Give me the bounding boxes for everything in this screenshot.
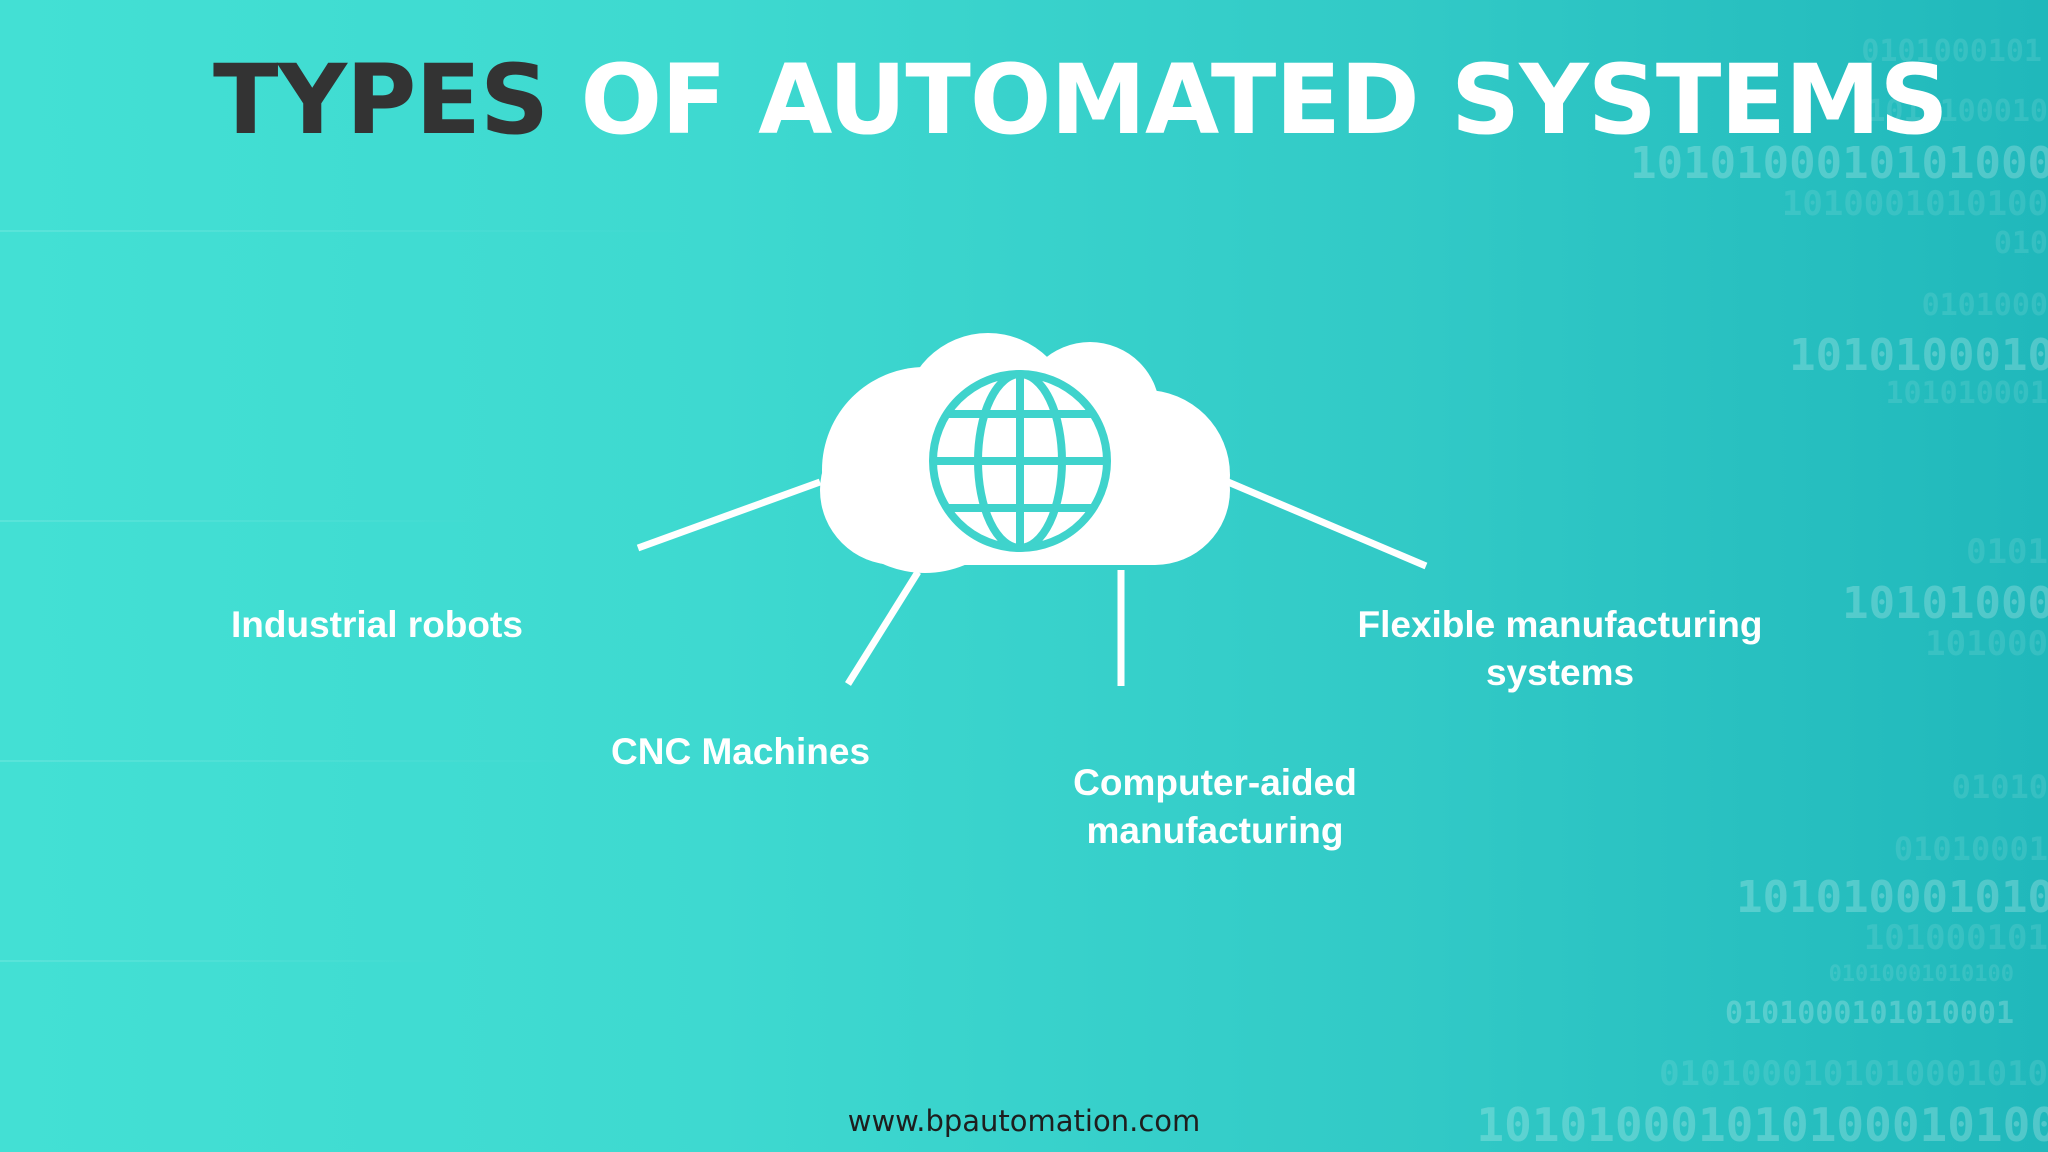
bg-binary-text: 01010001	[1893, 830, 2048, 868]
bg-binary-text: 01010	[1951, 768, 2048, 806]
bg-binary-text: 1010100010101000	[1630, 138, 2048, 189]
connector-line-industrial-robots	[636, 478, 822, 552]
bg-binary-text: 10101000	[1842, 578, 2048, 629]
bg-streak	[0, 960, 450, 962]
bg-binary-text: 101010001010100010100	[1476, 1098, 2048, 1152]
bg-binary-text: 101000101	[1863, 918, 2048, 958]
bg-binary-text: 101000	[1925, 624, 2048, 664]
label-industrial-robots: Industrial robots	[231, 604, 523, 645]
connector-line-flexible-manufacturing	[1226, 478, 1428, 570]
footer-url[interactable]: www.bpautomation.com	[847, 1104, 1201, 1138]
bg-binary-text: 0101000	[1921, 288, 2048, 323]
connector-line-cnc-machines	[845, 570, 921, 686]
bg-binary-text: 010	[1993, 226, 2048, 261]
bg-binary-text: 0101000101010001	[1725, 996, 2014, 1031]
bg-streak	[0, 760, 600, 762]
bg-binary-text: 1010100010	[1867, 94, 2048, 129]
page-title: TYPES OF AUTOMATED SYSTEMS	[0, 47, 2048, 154]
globe-icon	[929, 370, 1111, 552]
bg-binary-text: 0101000101	[1861, 34, 2042, 69]
title-part-dark: TYPES	[213, 44, 549, 156]
cloud-icon	[820, 333, 1230, 573]
bg-binary-text: 1010001010100	[1781, 184, 2048, 224]
bg-binary-text: 1010100010	[1789, 330, 2048, 381]
label-computer-aided-manufacturing: Computer-aided manufacturing	[1073, 762, 1357, 851]
bg-streak	[0, 520, 500, 522]
bg-binary-text: 0101000101010001010	[1659, 1054, 2048, 1094]
label-cnc-machines: CNC Machines	[611, 731, 871, 772]
bg-streak	[0, 230, 700, 232]
bg-binary-text: 101010001010	[1736, 872, 2048, 923]
title-part-light: OF AUTOMATED SYSTEMS	[580, 44, 1949, 156]
label-flexible-manufacturing-systems: Flexible manufacturing systems	[1357, 604, 1763, 693]
bg-binary-text: 01010001010100	[1828, 962, 2014, 987]
bg-binary-text: 101010001	[1885, 376, 2048, 411]
bg-binary-text: 0101	[1966, 532, 2048, 572]
